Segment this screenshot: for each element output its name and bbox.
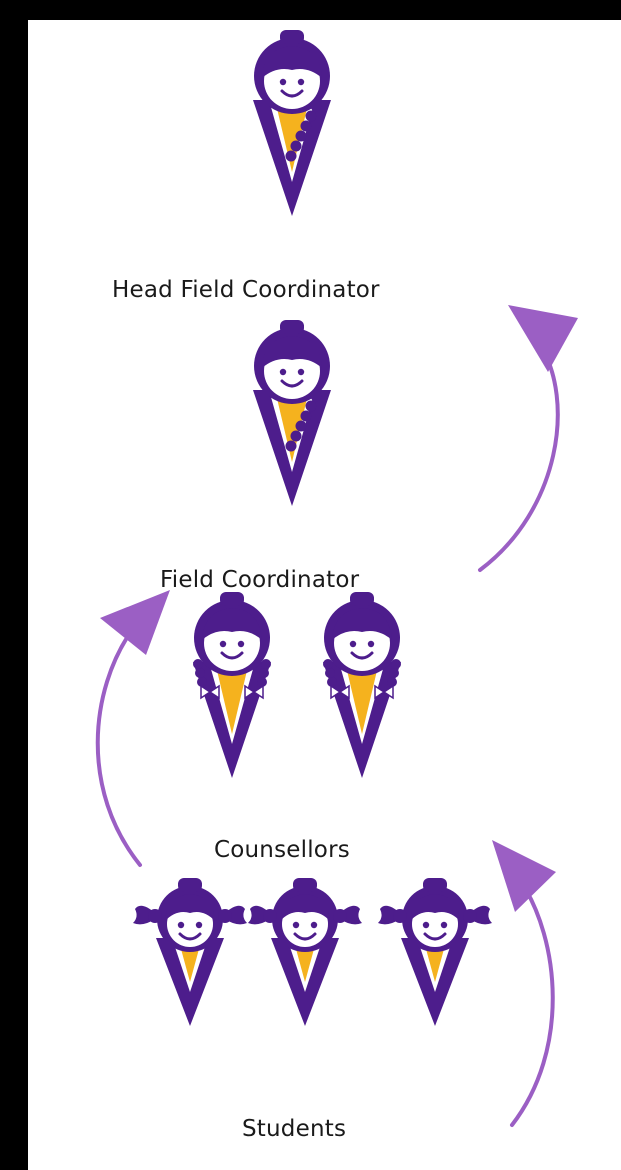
curved-arrow-icon-1 — [95, 590, 170, 867]
figure-2-0 — [193, 592, 271, 778]
label-counsellors: Counsellors — [214, 837, 350, 863]
figure-1-0 — [253, 320, 331, 506]
label-field-coordinator: Field Coordinator — [160, 567, 360, 593]
figure-3-0 — [133, 878, 247, 1026]
curved-arrow-icon-0 — [492, 840, 556, 1127]
hierarchy-diagram — [95, 30, 578, 1127]
label-students: Students — [242, 1116, 347, 1142]
figures-layer — [133, 30, 492, 1026]
arrows-layer — [95, 305, 578, 1127]
label-head-field-coordinator: Head Field Coordinator — [112, 277, 380, 303]
figure-0-0 — [253, 30, 331, 216]
figure-3-2 — [378, 878, 492, 1026]
curved-arrow-icon-2 — [478, 305, 578, 572]
figure-2-1 — [323, 592, 401, 778]
figure-3-1 — [248, 878, 362, 1026]
diagram-canvas: Head Field Coordinator Field Coordinator… — [28, 20, 621, 1170]
